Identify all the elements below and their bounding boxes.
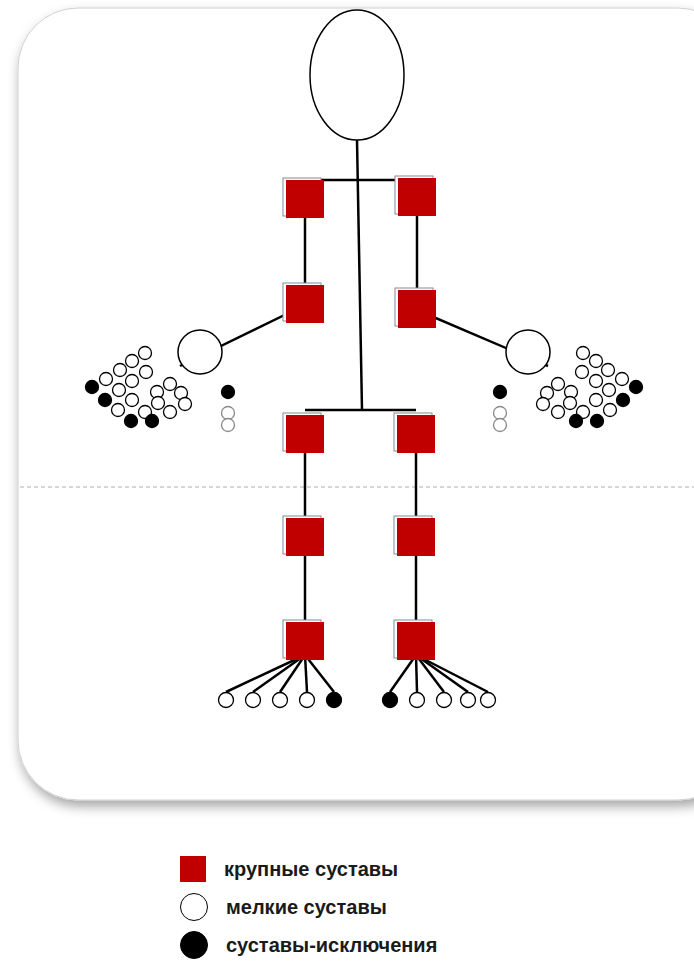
small-joint-circle: [602, 364, 615, 377]
small-joint-circle: [552, 406, 565, 419]
bone-line: [280, 655, 305, 692]
exception-joint-circle: [383, 693, 398, 708]
exception-joint-circle: [617, 394, 630, 407]
large-joint-square: [397, 622, 435, 660]
legend-item: мелкие суставы: [180, 888, 437, 926]
bone-line: [416, 655, 488, 692]
bone-line: [416, 655, 444, 692]
small-joint-circle: [126, 355, 139, 368]
small-joint-circle: [564, 397, 577, 410]
bone-line: [390, 655, 416, 692]
bone-line: [226, 655, 305, 692]
small-joint-circle: [222, 407, 235, 420]
divider-line: [20, 487, 694, 488]
small-joint-circle: [616, 373, 629, 386]
legend-item: крупные суставы: [180, 850, 437, 888]
bone-line: [416, 655, 468, 692]
small-joint-circle: [590, 355, 603, 368]
large-joint-square: [397, 518, 435, 556]
small-joint-circle: [273, 693, 288, 708]
small-joint-circle: [481, 693, 496, 708]
small-joint-circle: [113, 384, 126, 397]
small-joint-circle: [590, 375, 603, 388]
exception-joint-circle: [591, 415, 604, 428]
exception-joint-circle: [146, 415, 159, 428]
small-joints: [86, 347, 643, 708]
small-joint-circle: [494, 419, 507, 432]
small-joint-circle: [164, 406, 177, 419]
legend-label: суставы-исключения: [226, 934, 437, 957]
wrist-circle: [506, 330, 550, 374]
bone-line: [305, 409, 416, 412]
small-joint-circle: [126, 375, 139, 388]
legend-square: [180, 856, 206, 882]
legend-label: мелкие суставы: [226, 896, 387, 919]
small-joint-circle: [152, 397, 165, 410]
small-joint-circle: [164, 378, 177, 391]
small-joint-circle: [126, 394, 139, 407]
bone-line: [416, 655, 417, 692]
exception-joint-circle: [327, 693, 342, 708]
bone-line: [305, 655, 307, 692]
large-joint-square: [397, 415, 435, 453]
large-joint-square: [398, 290, 436, 328]
small-joint-circle: [246, 693, 261, 708]
bone-line: [305, 655, 334, 692]
large-joints: [283, 176, 436, 660]
small-joint-circle: [437, 693, 452, 708]
small-joint-circle: [179, 398, 192, 411]
small-joint-circle: [139, 347, 152, 360]
small-joint-circle: [576, 366, 589, 379]
small-joint-circle: [603, 384, 616, 397]
exception-joint-circle: [99, 394, 112, 407]
skeleton-lines: [180, 140, 548, 692]
small-joint-circle: [300, 693, 315, 708]
small-joint-circle: [219, 693, 234, 708]
small-joint-circle: [537, 398, 550, 411]
large-joint-square: [398, 178, 436, 216]
exception-joint-circle: [86, 381, 99, 394]
legend: крупные суставы мелкие суставы суставы-иск…: [180, 850, 437, 964]
legend-item: суставы-исключения: [180, 926, 437, 964]
small-joint-circle: [577, 347, 590, 360]
legend-circle: [180, 893, 208, 921]
small-joint-circle: [112, 404, 125, 417]
large-joint-square: [286, 415, 324, 453]
wrist-circle: [178, 330, 222, 374]
large-joint-square: [286, 180, 324, 218]
legend-circle: [180, 931, 208, 959]
exception-joint-circle: [630, 381, 643, 394]
small-joint-circle: [552, 378, 565, 391]
small-joint-circle: [604, 404, 617, 417]
bone-line: [253, 655, 305, 692]
large-joint-square: [286, 285, 324, 323]
head-oval: [310, 10, 404, 140]
small-joint-circle: [590, 394, 603, 407]
small-joint-circle: [494, 407, 507, 420]
exception-joint-circle: [570, 415, 583, 428]
exception-joint-circle: [494, 386, 507, 399]
small-joint-circle: [100, 373, 113, 386]
panel: [18, 8, 694, 800]
small-joint-circle: [222, 419, 235, 432]
small-joint-circle: [140, 366, 153, 379]
small-joint-circle: [410, 693, 425, 708]
exception-joint-circle: [125, 415, 138, 428]
large-joint-square: [286, 518, 324, 556]
large-joint-square: [286, 622, 324, 660]
legend-label: крупные суставы: [224, 858, 398, 881]
small-joint-circle: [461, 693, 476, 708]
exception-joint-circle: [222, 386, 235, 399]
small-joint-circle: [114, 364, 127, 377]
